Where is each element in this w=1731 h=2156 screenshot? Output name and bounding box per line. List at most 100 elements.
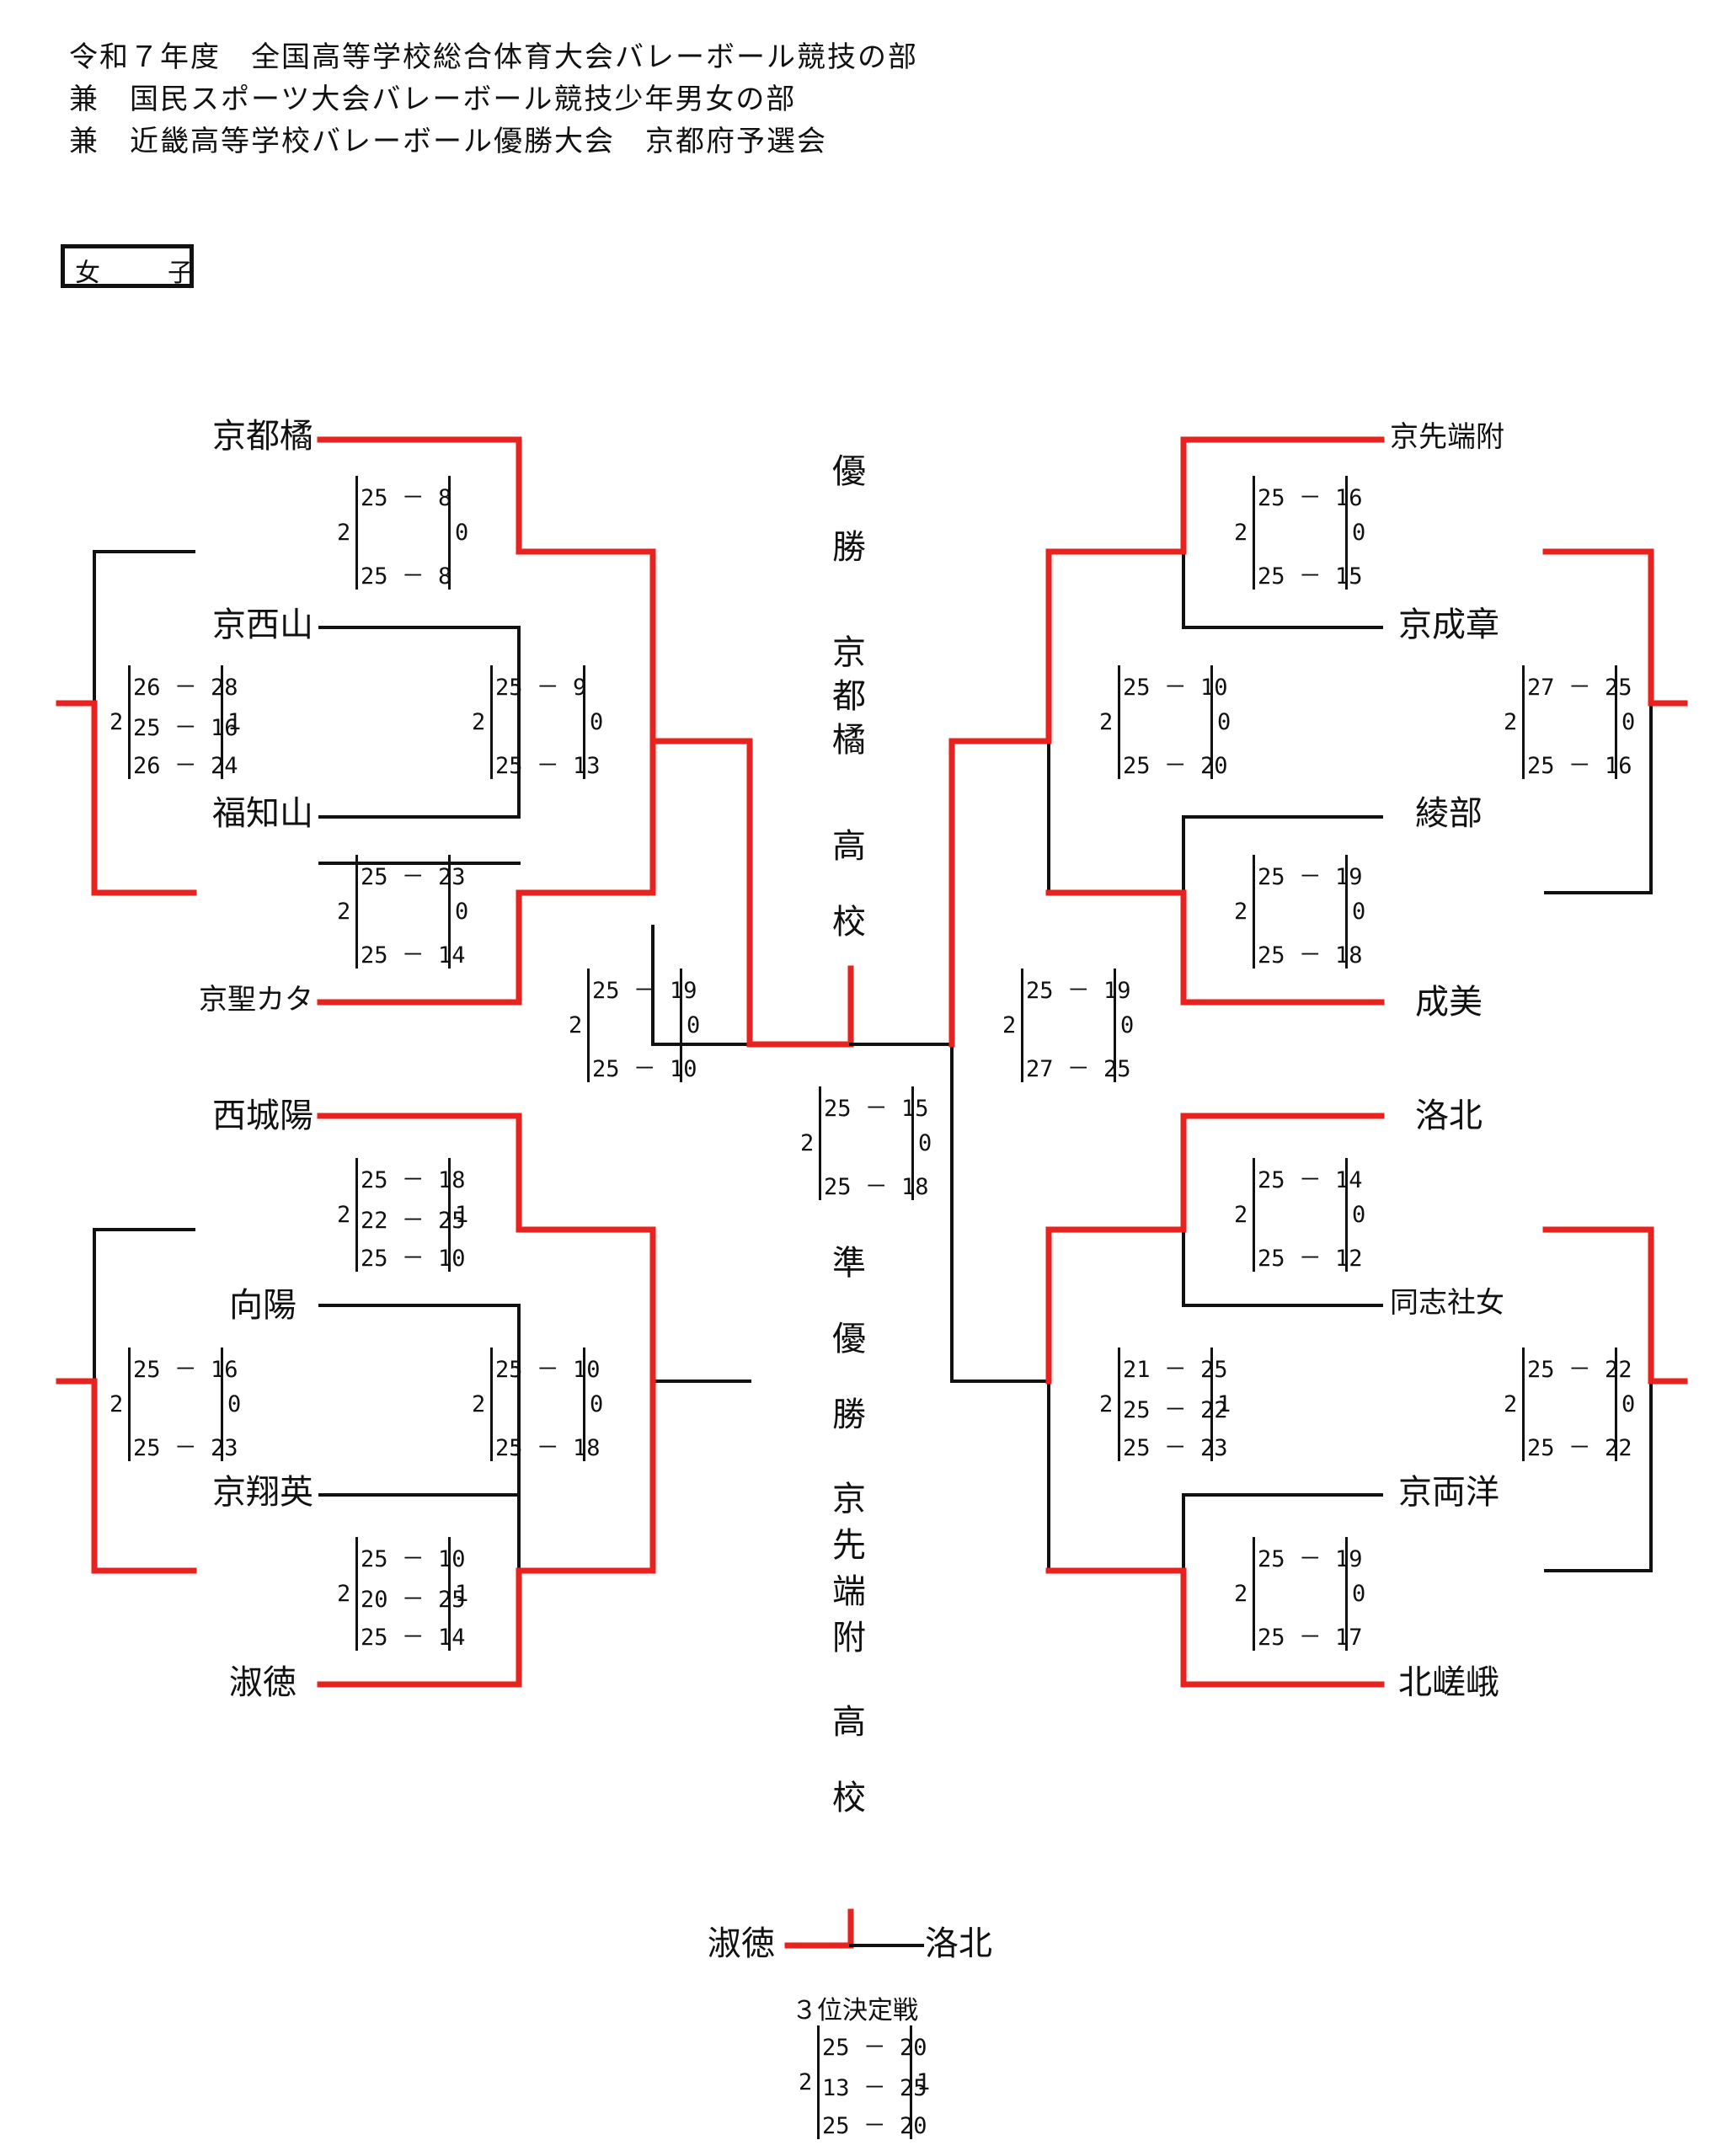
sets-won-right: 0 bbox=[1621, 1390, 1636, 1417]
set-score: 25 － 18 bbox=[361, 1167, 466, 1193]
sets-won-right: 0 bbox=[687, 1011, 701, 1038]
set-score: 25 － 23 bbox=[361, 864, 466, 890]
set-score: 25 － 10 bbox=[361, 1546, 466, 1572]
set-score: 21 － 25 bbox=[1123, 1357, 1228, 1383]
score-bracket-left bbox=[1118, 665, 1120, 779]
set-score: 25 － 15 bbox=[1258, 563, 1363, 590]
category-box: 女 子 bbox=[61, 244, 194, 288]
team-kyo-shoei: 京翔英 bbox=[212, 1473, 313, 1512]
set-score: 25 － 16 bbox=[1258, 485, 1363, 511]
score-bracket-left bbox=[819, 1086, 821, 1200]
sets-won-right: 1 bbox=[455, 1201, 469, 1228]
score-bracket-right bbox=[910, 2025, 912, 2139]
score-bracket-left bbox=[355, 1537, 358, 1651]
sets-won-left: 2 bbox=[1099, 708, 1114, 735]
third-place-left: 淑徳 bbox=[708, 1924, 775, 1963]
runner-up-suffix: 高校 bbox=[832, 1703, 866, 1817]
team-kyo-sentanfu: 京先端附 bbox=[1390, 420, 1504, 454]
champion-label: 優勝 bbox=[832, 452, 866, 567]
sets-won-left: 2 bbox=[1234, 1201, 1248, 1228]
score-bracket-right bbox=[221, 665, 223, 779]
set-score: 27 － 25 bbox=[1026, 1056, 1131, 1082]
sets-won-left: 2 bbox=[472, 1390, 486, 1417]
sets-won-left: 2 bbox=[1234, 1580, 1248, 1607]
set-score: 25 － 19 bbox=[592, 978, 697, 1004]
champion-suffix: 高校 bbox=[832, 827, 866, 942]
sets-won-right: 0 bbox=[1352, 898, 1366, 925]
score-third-place: 2 1 25 － 20 13 － 25 25 － 20 bbox=[799, 2025, 930, 2139]
score-bracket-right bbox=[1345, 1537, 1348, 1651]
sets-won-right: 0 bbox=[918, 1129, 932, 1156]
set-score: 22 － 25 bbox=[361, 1207, 466, 1234]
set-score: 25 － 8 bbox=[361, 485, 452, 511]
team-seibi: 成美 bbox=[1415, 983, 1483, 1022]
score-bracket-left bbox=[355, 855, 358, 969]
set-score: 25 － 13 bbox=[495, 753, 601, 779]
set-score: 25 － 20 bbox=[822, 2035, 927, 2061]
sets-won-left: 2 bbox=[337, 519, 351, 546]
team-kyo-nishiyama: 京西山 bbox=[212, 606, 313, 644]
set-score: 25 － 17 bbox=[1258, 1625, 1363, 1651]
score-bracket-right bbox=[1114, 969, 1116, 1082]
set-score: 13 － 25 bbox=[822, 2074, 927, 2101]
sets-won-left: 2 bbox=[1504, 1390, 1518, 1417]
sets-won-left: 2 bbox=[337, 1580, 351, 1607]
score-bracket-right bbox=[1345, 1158, 1348, 1272]
third-place-right: 洛北 bbox=[925, 1924, 992, 1963]
sets-won-right: 1 bbox=[1217, 1390, 1231, 1417]
set-score: 25 － 10 bbox=[361, 1246, 466, 1272]
champion-school: 京都橘 bbox=[832, 633, 866, 760]
sets-won-left: 2 bbox=[110, 1390, 124, 1417]
sets-won-left: 2 bbox=[799, 2068, 813, 2095]
team-doshisha-jo: 同志社女 bbox=[1390, 1286, 1504, 1320]
set-score: 25 － 10 bbox=[1123, 675, 1228, 701]
set-score: 25 － 22 bbox=[1527, 1357, 1632, 1383]
title-line-2: 兼 国民スポーツ大会バレーボール競技少年男女の部 bbox=[69, 83, 797, 116]
set-score: 25 － 20 bbox=[1123, 753, 1228, 779]
set-score: 25 － 9 bbox=[495, 675, 587, 701]
score-bracket-left bbox=[490, 665, 493, 779]
score-bracket-right bbox=[1345, 476, 1348, 590]
sets-won-right: 0 bbox=[1352, 1580, 1366, 1607]
score-bracket-left bbox=[817, 2025, 820, 2139]
set-score: 25 － 14 bbox=[361, 942, 466, 969]
set-score: 25 － 8 bbox=[361, 563, 452, 590]
sets-won-right: 0 bbox=[1217, 708, 1231, 735]
score-bracket-left bbox=[1253, 1158, 1255, 1272]
set-score: 25 － 16 bbox=[1527, 753, 1632, 779]
sets-won-left: 2 bbox=[110, 708, 124, 735]
team-kyoto-tachibana: 京都橘 bbox=[212, 417, 313, 456]
sets-won-right: 0 bbox=[1621, 708, 1636, 735]
set-score: 25 － 16 bbox=[133, 714, 238, 741]
team-koyo: 向陽 bbox=[229, 1286, 297, 1325]
runner-up-label: 準優勝 bbox=[832, 1244, 866, 1434]
set-score: 25 － 18 bbox=[824, 1174, 929, 1200]
sets-won-right: 1 bbox=[916, 2068, 931, 2095]
score-bracket-left bbox=[128, 1348, 131, 1461]
sets-won-left: 2 bbox=[1234, 519, 1248, 546]
set-score: 26 － 28 bbox=[133, 675, 238, 701]
set-score: 25 － 20 bbox=[822, 2113, 927, 2139]
set-score: 25 － 18 bbox=[1258, 942, 1363, 969]
sets-won-left: 2 bbox=[1234, 898, 1248, 925]
score-bracket-left bbox=[1118, 1348, 1120, 1461]
team-ayabe: 綾部 bbox=[1415, 794, 1483, 833]
sets-won-right: 0 bbox=[455, 898, 469, 925]
set-score: 25 － 12 bbox=[1258, 1246, 1363, 1272]
score-bracket-right bbox=[583, 1348, 585, 1461]
sets-won-left: 2 bbox=[569, 1011, 583, 1038]
score-bracket-right bbox=[1615, 665, 1617, 779]
score-bracket-left bbox=[490, 1348, 493, 1461]
